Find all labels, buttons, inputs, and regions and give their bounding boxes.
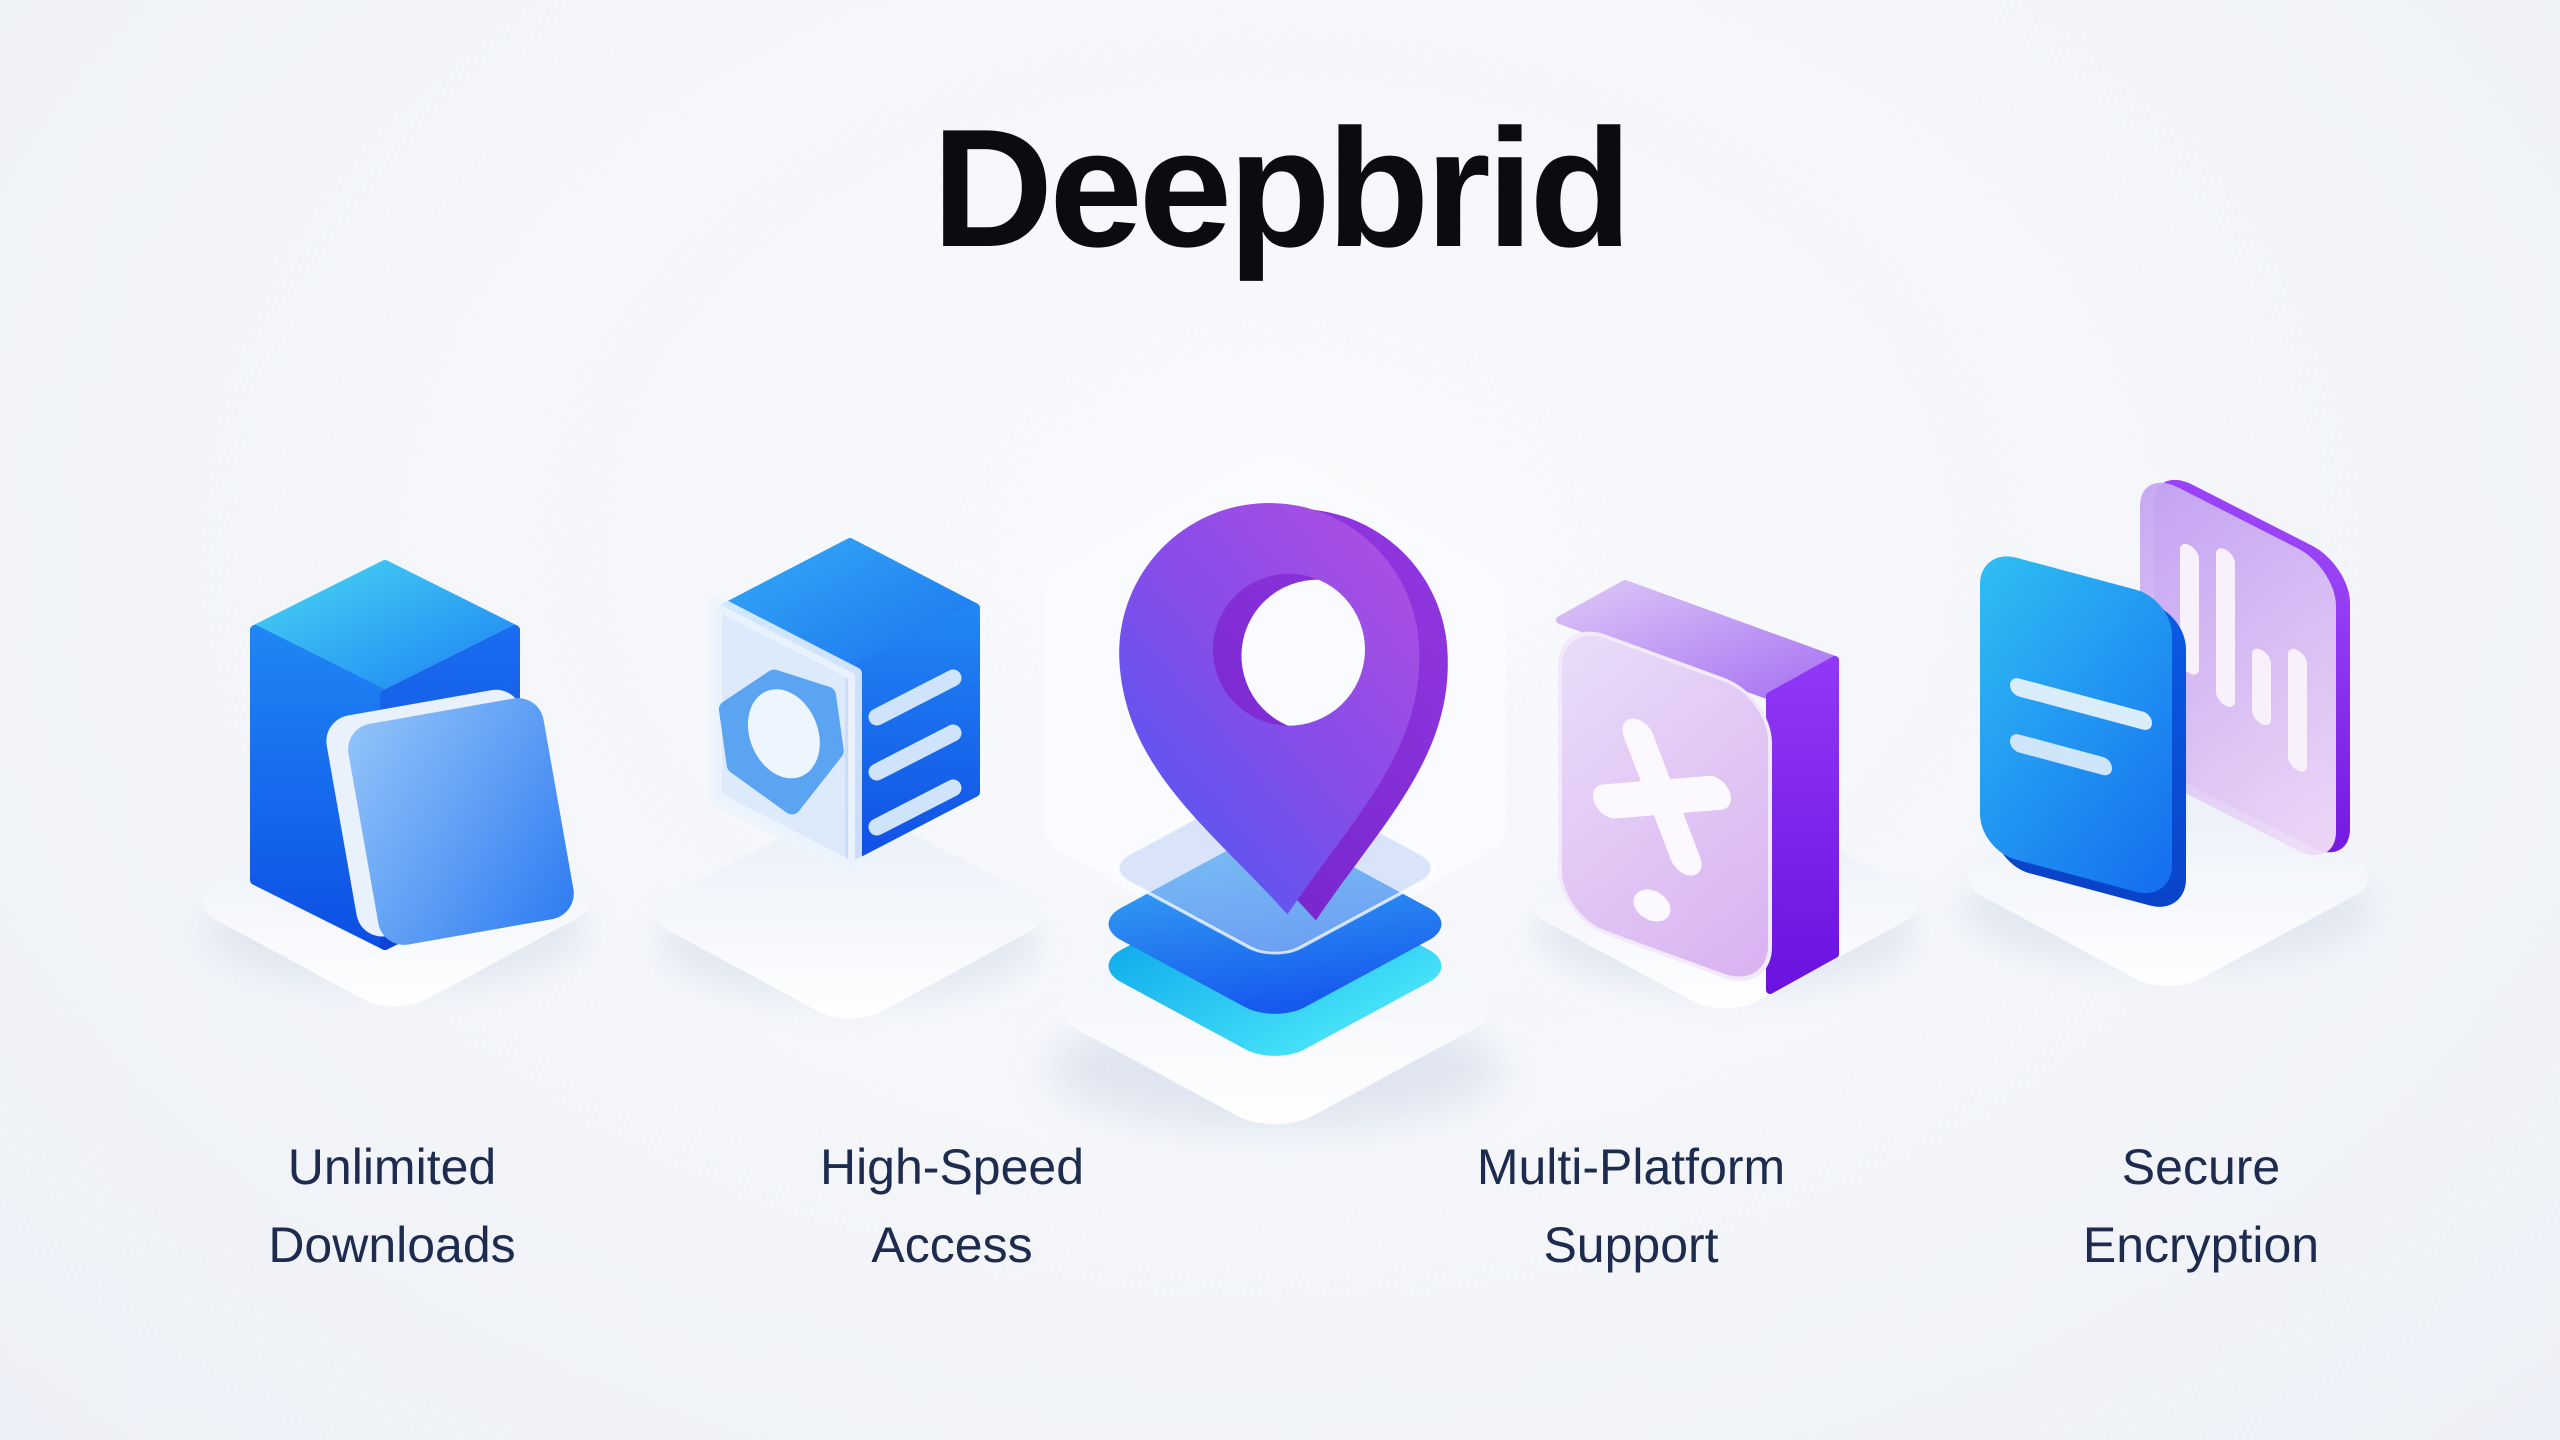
feature-label-unlimited-downloads: Unlimited Downloads xyxy=(268,1139,516,1273)
feature-label-secure-encryption: Secure Encryption xyxy=(2082,1139,2320,1273)
feature-label-multi-platform-support: Multi-Platform Support xyxy=(1476,1139,1786,1273)
location-pin xyxy=(1119,503,1448,921)
text-panel xyxy=(1980,556,2186,907)
plus-glyph xyxy=(1593,718,1731,876)
dot-glyph xyxy=(1633,889,1671,922)
encrypted-panels-icon xyxy=(1910,430,2430,1010)
shield-glyph xyxy=(718,669,844,815)
stacked-boxes-icon xyxy=(160,470,630,1030)
feature-label-high-speed-access: High-Speed Access xyxy=(819,1139,1085,1273)
server-slots xyxy=(868,669,962,836)
waveform-panel xyxy=(2140,479,2350,856)
server-cube-icon xyxy=(615,480,1085,1040)
page-title: Deepbrid xyxy=(931,94,1632,282)
location-pin-platform-icon xyxy=(960,420,1590,1180)
plus-cube-icon xyxy=(1500,470,1970,1030)
